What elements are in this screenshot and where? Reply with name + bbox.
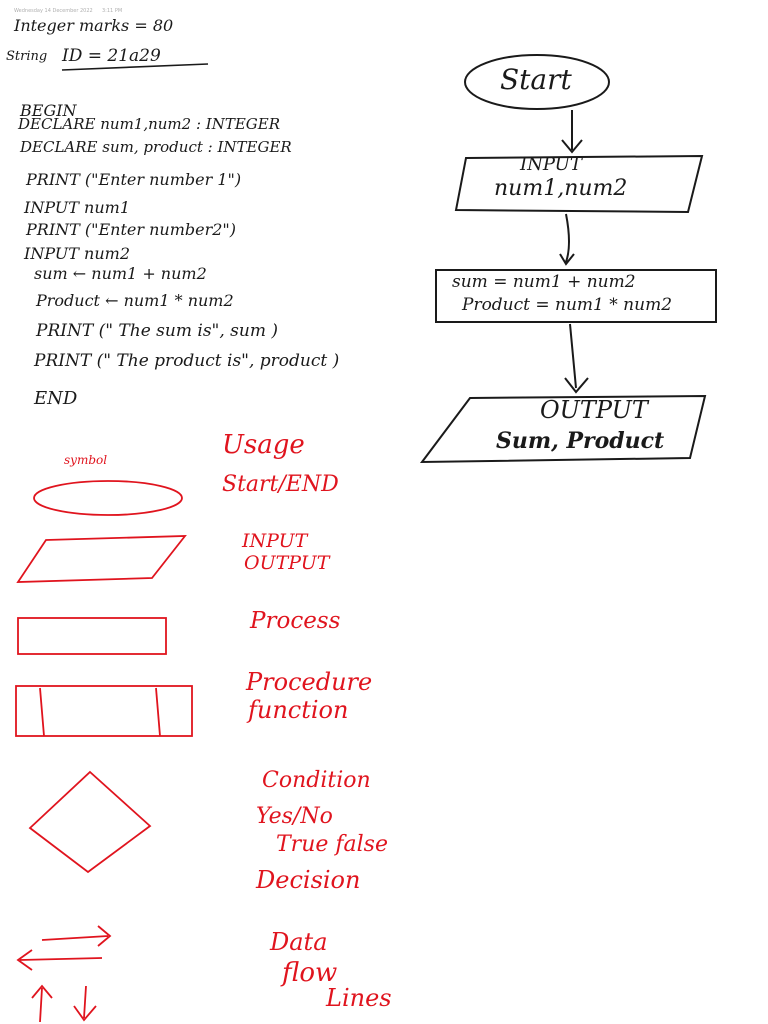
arrow-start-to-input bbox=[561, 110, 583, 154]
flowchart-input-vars: num1,num2 bbox=[494, 176, 628, 201]
legend-usage-lines: Lines bbox=[326, 984, 392, 1012]
header-date: Wednesday 14 December 2022 bbox=[14, 8, 93, 14]
legend-usage-flow: flow bbox=[282, 958, 338, 988]
arrow-process-to-output bbox=[564, 323, 589, 394]
legend-procedure-inner-lines bbox=[39, 687, 161, 737]
legend-usage-input: INPUT bbox=[242, 530, 308, 552]
pseudocode-line-9: Product ← num1 * num2 bbox=[36, 291, 234, 310]
legend-arrow-left bbox=[16, 949, 103, 971]
pseudocode-line-8: sum ← num1 + num2 bbox=[34, 264, 207, 283]
legend-symbols bbox=[15, 480, 193, 1023]
flowchart-start-label: Start bbox=[500, 63, 572, 96]
legend-usage-decision: Decision bbox=[256, 866, 361, 894]
legend-usage-output: OUTPUT bbox=[244, 552, 330, 574]
output-parallelogram bbox=[419, 394, 707, 464]
flowchart-output-vars: Sum, Product bbox=[496, 428, 665, 454]
input-parallelogram bbox=[454, 154, 704, 214]
id-underline bbox=[61, 63, 209, 71]
pseudocode-line-2: DECLARE num1,num2 : INTEGER bbox=[18, 115, 281, 133]
legend-usage-true-false: True false bbox=[276, 832, 388, 857]
flowchart-process-line-2: Product = num1 * num2 bbox=[462, 295, 673, 315]
start-oval bbox=[464, 54, 610, 110]
flowchart bbox=[419, 54, 717, 464]
legend-symbol-header: symbol bbox=[64, 453, 108, 467]
legend-oval bbox=[33, 480, 183, 516]
legend-usage-procedure: Procedure bbox=[246, 668, 373, 696]
legend-rectangle bbox=[17, 617, 167, 655]
variable-line-integer: Integer marks = 80 bbox=[14, 16, 174, 35]
header-time: 3:11 PM bbox=[102, 8, 123, 14]
flowchart-input-title: INPUT bbox=[520, 154, 582, 175]
pseudocode-line-1: BEGIN bbox=[20, 101, 77, 120]
legend-usage-yes-no: Yes/No bbox=[256, 804, 333, 829]
pseudocode-line-6: PRINT ("Enter number2") bbox=[26, 220, 237, 239]
process-rectangle bbox=[435, 269, 717, 323]
legend-diamond bbox=[28, 770, 152, 874]
pseudocode-line-12: END bbox=[34, 388, 78, 409]
flowchart-output-title: OUTPUT bbox=[540, 396, 648, 424]
legend-usage-header: Usage bbox=[222, 430, 305, 460]
legend-usage-function: function bbox=[248, 696, 349, 724]
legend-usage-start-end: Start/END bbox=[222, 472, 339, 497]
legend-parallelogram bbox=[16, 535, 187, 583]
pseudocode-line-4: PRINT ("Enter number 1") bbox=[26, 170, 242, 189]
legend-usage-process: Process bbox=[250, 608, 341, 634]
variable-line-string-type: String bbox=[6, 49, 48, 64]
pseudocode-line-3: DECLARE sum, product : INTEGER bbox=[20, 138, 292, 156]
pseudocode-line-10: PRINT (" The sum is", sum ) bbox=[36, 321, 278, 341]
pseudocode-line-5: INPUT num1 bbox=[24, 198, 131, 217]
arrow-input-to-process bbox=[559, 213, 575, 266]
legend-arrow-right bbox=[41, 925, 112, 947]
legend-arrow-down bbox=[73, 985, 97, 1022]
legend-usage-condition: Condition bbox=[262, 768, 371, 793]
legend-procedure-box bbox=[15, 685, 193, 737]
legend-usage-data: Data bbox=[270, 928, 328, 956]
pseudocode-line-11: PRINT (" The product is", product ) bbox=[34, 351, 340, 371]
flowchart-process-line-1: sum = num1 + num2 bbox=[452, 272, 636, 292]
variable-line-string-value: ID = 21a29 bbox=[62, 46, 161, 66]
pseudocode-line-7: INPUT num2 bbox=[24, 244, 131, 263]
legend-arrow-up bbox=[31, 984, 53, 1023]
